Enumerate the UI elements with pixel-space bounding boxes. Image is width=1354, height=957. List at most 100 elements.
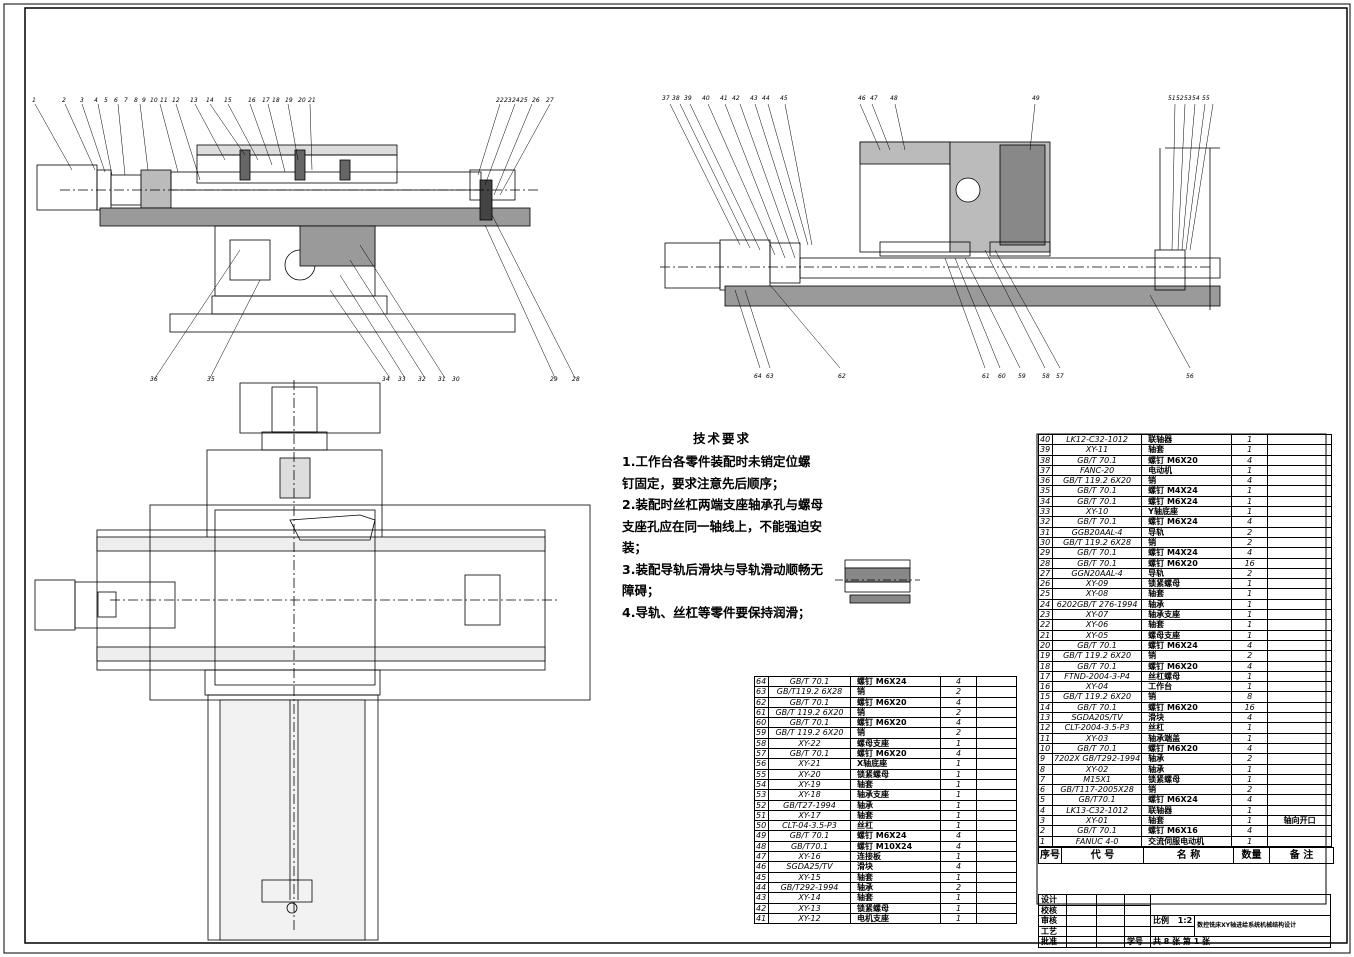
bom-code: GB/T 70.1 — [1051, 557, 1143, 569]
bom-qty: 2 — [1231, 650, 1269, 662]
bom-remark — [1267, 588, 1333, 600]
svg-text:62: 62 — [838, 373, 846, 380]
bom-remark — [1267, 516, 1333, 528]
bom-remark — [976, 799, 1017, 811]
bom-qty: 2 — [1231, 753, 1269, 765]
bom-name: 螺母支座 — [1141, 629, 1233, 641]
tb-sheets: 共 8 张 第 1 张 — [1149, 936, 1332, 948]
bom-remark — [1267, 619, 1333, 631]
bom-remark — [1267, 794, 1333, 806]
bom-remark — [976, 748, 1017, 760]
bom-code: XY-14 — [768, 892, 851, 904]
bom-code: GB/T27-1994 — [768, 799, 851, 811]
bom-no: 26 — [1038, 578, 1053, 590]
bom-qty: 1 — [1231, 629, 1269, 641]
svg-text:17: 17 — [262, 97, 270, 104]
bom-qty: 1 — [1231, 464, 1269, 477]
bom-qty: 1 — [940, 871, 977, 883]
bom-remark — [1267, 681, 1333, 693]
bom-name: 螺钉 M4X24 — [1141, 485, 1233, 497]
bom-remark — [1267, 763, 1333, 775]
svg-text:60: 60 — [998, 373, 1006, 380]
bom-qty: 1 — [1231, 763, 1269, 775]
bom-name: 轴套 — [850, 871, 941, 883]
bom-qty: 1 — [940, 758, 977, 770]
bom-no: 20 — [1038, 639, 1053, 652]
bom-qty: 8 — [1231, 691, 1269, 703]
bom-qty: 1 — [940, 851, 977, 863]
bom-qty: 16 — [1231, 557, 1269, 569]
bom-name: 销 — [1141, 475, 1233, 487]
bom-no: 51 — [754, 809, 769, 822]
bom-code: GB/T 70.1 — [1051, 639, 1143, 652]
svg-text:15: 15 — [224, 97, 232, 104]
bom-qty: 4 — [1231, 742, 1269, 755]
svg-text:10: 10 — [150, 97, 158, 104]
bom-no: 2 — [1038, 825, 1053, 837]
bom-name: 轴承 — [850, 799, 941, 811]
bom-name: 滑块 — [850, 861, 941, 873]
tech-line: 支座孔应在同一轴线上，不能强迫安 — [622, 518, 823, 534]
bom-name: 工作台 — [1141, 681, 1233, 693]
bom-remark — [976, 912, 1017, 925]
bom-code: SGDA25/TV — [768, 861, 851, 873]
bom-code: GB/T 119.2 6X20 — [768, 727, 851, 739]
bom-name: 轴套 — [850, 809, 941, 822]
bom-remark — [1267, 670, 1333, 683]
bom-qty: 1 — [940, 912, 977, 925]
bom-qty: 1 — [1231, 495, 1269, 508]
bom-qty: 1 — [1231, 506, 1269, 518]
bom-remark — [1267, 433, 1333, 446]
svg-text:9: 9 — [142, 97, 146, 104]
bom-name: 销 — [850, 706, 941, 719]
bom-remark — [976, 892, 1017, 904]
svg-text:1: 1 — [32, 97, 36, 104]
svg-text:7: 7 — [124, 97, 128, 104]
tech-title: 技术要求 — [692, 431, 751, 446]
bom-no: 64 — [754, 675, 769, 688]
bom-remark — [1267, 536, 1333, 549]
bom-no: 56 — [754, 758, 769, 770]
bom-code: GB/T 70.1 — [768, 717, 851, 729]
bom-qty: 1 — [940, 902, 977, 914]
bom-no: 37 — [1038, 464, 1053, 477]
bom-code: XY-03 — [1051, 732, 1143, 744]
svg-text:63: 63 — [766, 373, 774, 380]
svg-text:6: 6 — [114, 97, 118, 104]
bom-no: 22 — [1038, 619, 1053, 631]
bom-no: 12 — [1038, 722, 1053, 734]
bom-code: XY-11 — [1051, 444, 1143, 456]
bom-no: 30 — [1038, 536, 1053, 549]
bom-code: XY-02 — [1051, 763, 1143, 775]
bom-name: 交流伺服电动机 — [1141, 835, 1233, 847]
bom-code: XY-01 — [1051, 814, 1143, 827]
svg-text:58: 58 — [1042, 373, 1050, 380]
svg-text:56: 56 — [1186, 373, 1194, 380]
bom-code: LK13-C32-1012 — [1051, 804, 1143, 816]
bom-remark — [976, 778, 1017, 791]
bom-code: SGDA20S/TV — [1051, 712, 1143, 724]
bom-no: 3 — [1038, 814, 1053, 827]
bom-no: 54 — [754, 778, 769, 791]
bom-name: 丝杠 — [1141, 722, 1233, 734]
bom-name: 锁紧螺母 — [850, 768, 941, 780]
bom-no: 43 — [754, 892, 769, 904]
tech-line: 3.装配导轨后滑块与导轨滑动顺畅无 — [622, 561, 823, 577]
bom-no: 10 — [1038, 742, 1053, 755]
svg-text:36: 36 — [150, 376, 158, 383]
svg-text:26: 26 — [532, 97, 540, 104]
bom-qty: 1 — [1231, 588, 1269, 600]
bom-no: 36 — [1038, 475, 1053, 487]
bom-code: XY-21 — [768, 758, 851, 770]
